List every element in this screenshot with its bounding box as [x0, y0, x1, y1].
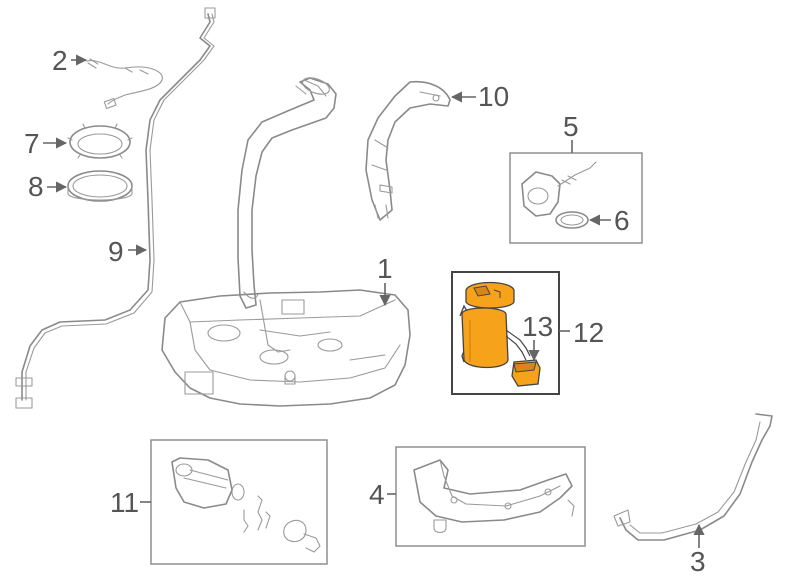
part-3-tank-strap[interactable] [613, 413, 773, 541]
callout-label-6: 6 [614, 205, 630, 236]
callout-10: 10 [450, 81, 509, 112]
callout-1: 1 [377, 253, 393, 307]
part-4-box [395, 446, 586, 547]
callout-5: 5 [563, 111, 579, 153]
part-10-filler-bracket[interactable] [365, 80, 451, 221]
callout-2: 2 [52, 45, 88, 76]
part-12-fuel-pump-module[interactable] [459, 281, 531, 369]
callout-label-8: 8 [28, 171, 44, 202]
callout-11: 11 [110, 487, 151, 518]
callout-8: 8 [28, 171, 68, 202]
part-5-level-sensor[interactable] [521, 161, 597, 217]
callout-label-7: 7 [24, 128, 40, 159]
callout-label-9: 9 [108, 236, 124, 267]
callout-7: 7 [24, 128, 68, 159]
callout-3: 3 [690, 523, 706, 577]
callout-12: 12 [559, 317, 604, 348]
callout-label-13: 13 [522, 311, 553, 342]
callout-label-1: 1 [377, 253, 393, 284]
callout-label-11: 11 [110, 487, 139, 518]
callout-label-2: 2 [52, 45, 68, 76]
callout-label-10: 10 [478, 81, 509, 112]
part-9-vent-line[interactable] [15, 7, 216, 409]
part-11-fuel-filter[interactable] [171, 457, 321, 553]
part-6-o-ring[interactable] [555, 211, 589, 229]
part-2-sensor-harness[interactable] [85, 58, 163, 110]
part-1-fuel-tank[interactable] [161, 75, 411, 407]
part-8-seal-ring[interactable] [67, 170, 133, 202]
part-7-lock-ring[interactable] [67, 123, 133, 159]
callout-13: 13 [522, 311, 553, 362]
callout-6: 6 [588, 205, 630, 236]
callout-label-12: 12 [573, 317, 604, 348]
callout-label-4: 4 [369, 479, 385, 510]
callout-9: 9 [108, 236, 148, 267]
callout-4: 4 [369, 479, 396, 510]
callout-label-5: 5 [563, 111, 579, 142]
part-4-tank-shield[interactable] [413, 459, 575, 534]
part-13-pump-connector[interactable] [511, 359, 541, 387]
part-5-6-box [509, 152, 643, 244]
callout-label-3: 3 [690, 546, 706, 577]
part-12-box [451, 271, 560, 395]
